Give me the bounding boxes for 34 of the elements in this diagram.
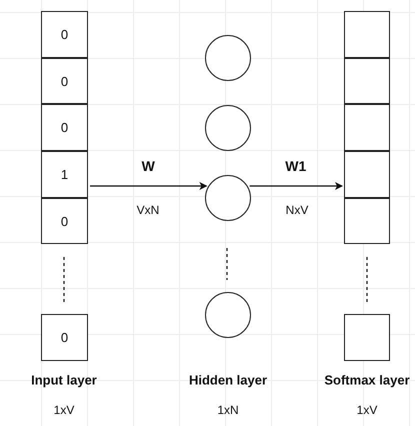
- vector-cell: [344, 198, 390, 244]
- cell-value: 0: [60, 330, 68, 345]
- cell-value: 0: [60, 214, 68, 228]
- cell-value: 0: [60, 27, 68, 42]
- edge-label: W1: [283, 158, 308, 174]
- cell-value: 0: [60, 120, 68, 135]
- neuron-circle: [205, 175, 251, 221]
- edge-label: W: [140, 158, 157, 174]
- arrow: [250, 182, 343, 190]
- layer-name: Softmax layer: [324, 372, 410, 388]
- neuron-circle: [205, 292, 251, 338]
- vector-cell: [41, 151, 88, 198]
- vector-cell: [41, 11, 88, 58]
- vector-cell: [41, 314, 88, 361]
- arrow: [90, 182, 208, 190]
- vector-cell: [41, 58, 88, 104]
- vector-cell: [344, 58, 390, 104]
- vector-cell: [344, 104, 390, 151]
- neuron-circle: [205, 35, 251, 81]
- vector-cell: [344, 11, 390, 58]
- neuron-circle: [205, 105, 251, 151]
- cell-value: 1: [60, 167, 68, 182]
- dimension-label: 1xV: [54, 403, 74, 417]
- dimension-label: 1xV: [356, 403, 378, 417]
- dimension-label: VxN: [136, 203, 160, 217]
- dimension-label: NxV: [286, 203, 308, 217]
- dimension-label: 1xN: [217, 403, 239, 417]
- cell-value: 0: [60, 74, 68, 88]
- layer-name: Input layer: [31, 372, 97, 388]
- vector-cell: [41, 104, 88, 151]
- vector-cell: [344, 314, 390, 361]
- vector-cell: [344, 151, 390, 198]
- layer-name: Hidden layer: [188, 372, 268, 388]
- vector-cell: [41, 198, 88, 244]
